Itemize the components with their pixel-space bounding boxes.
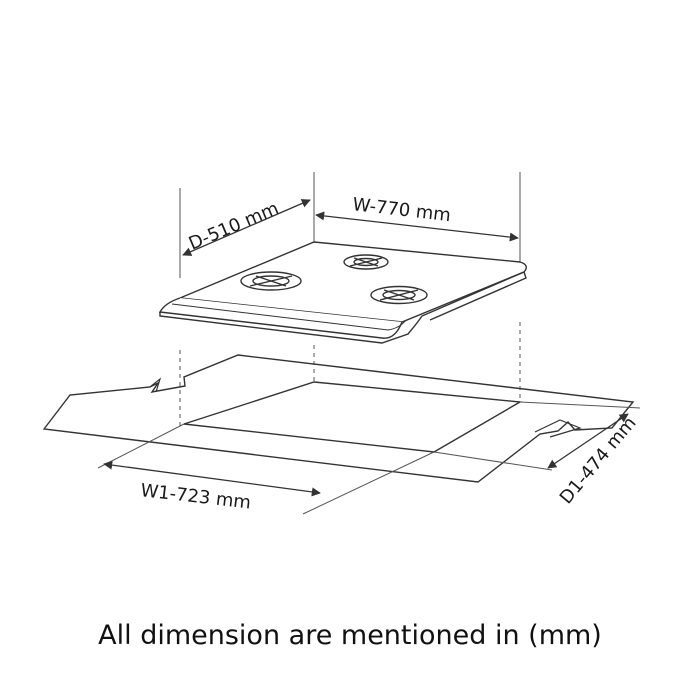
- depth-label: D-510 mm: [186, 198, 282, 255]
- countertop: [42, 354, 635, 483]
- hob-cooktop: [158, 241, 527, 344]
- burner-icon: [370, 285, 428, 305]
- units-caption: All dimension are mentioned in (mm): [98, 620, 602, 651]
- burner-icon: [240, 271, 302, 291]
- cutout-depth-dimension-line: [547, 413, 629, 469]
- depth-dimension: D-510 mm: [182, 198, 311, 256]
- width-dimension: W-770 mm: [315, 194, 519, 242]
- burner-icon: [343, 254, 389, 270]
- extension-lines: [179, 172, 521, 278]
- cutout-depth-label: D1-474 mm: [556, 413, 641, 508]
- depth-dimension-line: [182, 199, 311, 256]
- cutout-width-dimension: W1-723 mm: [103, 460, 321, 514]
- width-dimension-line: [315, 211, 519, 242]
- cutout-width-label: W1-723 mm: [139, 480, 252, 513]
- alignment-dashes: [179, 322, 521, 428]
- cutout-width-dimension-line: [103, 460, 321, 497]
